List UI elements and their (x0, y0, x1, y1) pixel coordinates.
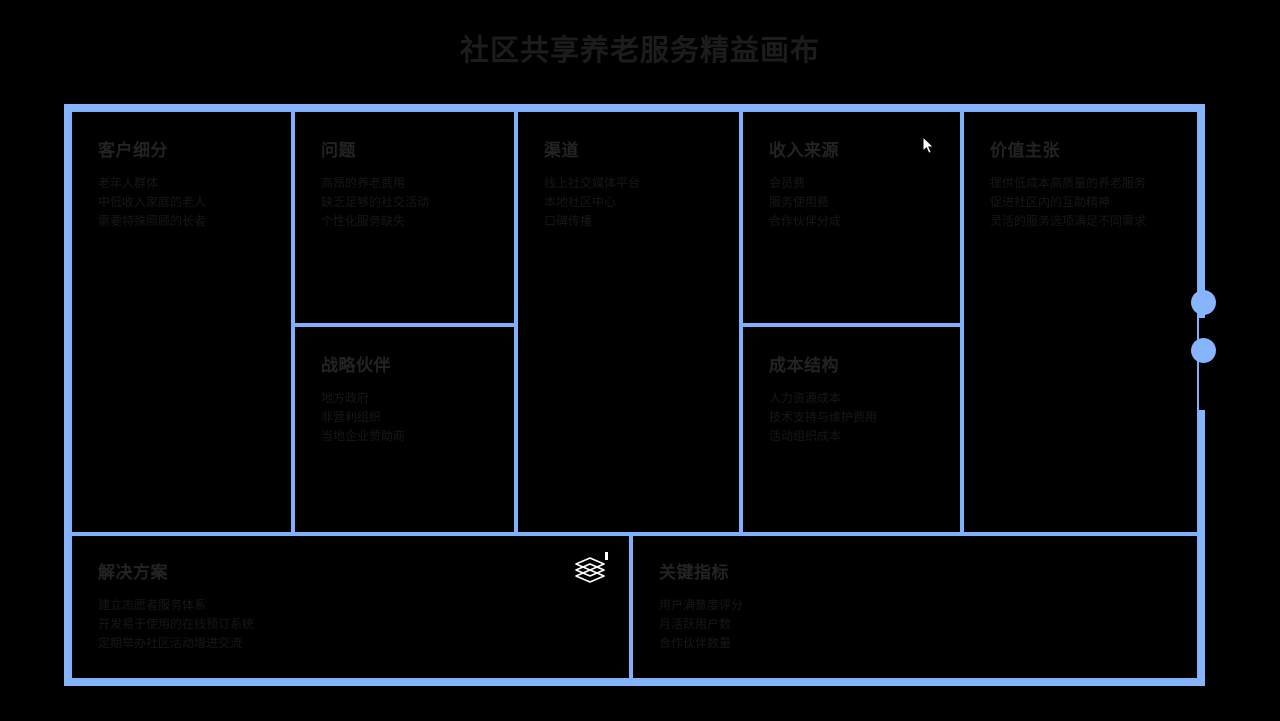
panel-title-revenue-streams: 收入来源 (769, 141, 839, 161)
panel-value-proposition[interactable]: 价值主张 提供低成本高质量的养老服务 促进社区内的互助精神 灵活的服务选项满足不… (962, 110, 1199, 534)
panel-customer-segments[interactable]: 客户细分 老年人群体 中低收入家庭的老人 需要特殊照顾的长者 (70, 110, 293, 534)
panel-items-value-proposition: 提供低成本高质量的养老服务 促进社区内的互助精神 灵活的服务选项满足不同需求 (990, 174, 1187, 231)
list-item: 人力资源成本 (769, 391, 842, 405)
list-item: 合作伙伴数量 (659, 636, 732, 650)
panel-items-problem: 高昂的养老费用 缺乏足够的社交活动 个性化服务缺失 (321, 174, 504, 231)
list-item: 技术支持与维护费用 (769, 410, 878, 424)
list-item: 定期举办社区活动增进交流 (98, 636, 243, 650)
list-item: 地方政府 (321, 391, 370, 405)
list-item: 个性化服务缺失 (321, 214, 406, 228)
list-item: 口碑传播 (544, 214, 593, 228)
list-item: 本地社区中心 (544, 195, 617, 209)
panel-items-revenue-streams: 会员费 服务使用费 合作伙伴分成 (769, 174, 950, 231)
list-item: 中低收入家庭的老人 (98, 195, 207, 209)
panel-title-problem: 问题 (321, 141, 356, 161)
list-item: 促进社区内的互助精神 (990, 195, 1111, 209)
panel-title-key-partners: 战略伙伴 (321, 356, 391, 376)
panel-key-partners[interactable]: 战略伙伴 地方政府 非营利组织 当地企业赞助商 (293, 325, 516, 534)
panel-title-customer-segments: 客户细分 (98, 141, 168, 161)
list-item: 服务使用费 (769, 195, 830, 209)
edge-handle-gap (1199, 318, 1207, 410)
list-item: 需要特殊照顾的长者 (98, 214, 207, 228)
list-item: 开发易于使用的在线预订系统 (98, 617, 255, 631)
panel-items-cost-structure: 人力资源成本 技术支持与维护费用 活动组织成本 (769, 389, 950, 446)
list-item: 高昂的养老费用 (321, 176, 406, 190)
panel-key-metrics[interactable]: 关键指标 用户满意度评分 月活跃用户数 合作伙伴数量 (631, 534, 1199, 680)
list-item: 提供低成本高质量的养老服务 (990, 176, 1147, 190)
panel-problem[interactable]: 问题 高昂的养老费用 缺乏足够的社交活动 个性化服务缺失 (293, 110, 516, 325)
panel-solution[interactable]: 解决方案 建立志愿者服务体系 开发易于使用的在线预订系统 定期举办社区活动增进交… (70, 534, 631, 680)
panel-channels[interactable]: 渠道 线上社交媒体平台 本地社区中心 口碑传播 (516, 110, 741, 534)
list-item: 非营利组织 (321, 410, 382, 424)
panel-revenue-streams[interactable]: 收入来源 会员费 服务使用费 合作伙伴分成 (741, 110, 962, 325)
resize-handle-dots-icon[interactable] (1191, 290, 1217, 370)
list-item: 灵活的服务选项满足不同需求 (990, 214, 1147, 228)
list-item: 老年人群体 (98, 176, 159, 190)
page-title: 社区共享养老服务精益画布 (459, 33, 820, 67)
list-item: 缺乏足够的社交活动 (321, 195, 430, 209)
panel-items-key-metrics: 用户满意度评分 月活跃用户数 合作伙伴数量 (659, 596, 1187, 653)
layers-icon[interactable] (572, 550, 616, 592)
panel-items-solution: 建立志愿者服务体系 开发易于使用的在线预订系统 定期举办社区活动增进交流 (98, 596, 619, 653)
list-item: 当地企业赞助商 (321, 429, 406, 443)
list-item: 线上社交媒体平台 (544, 176, 641, 190)
list-item: 用户满意度评分 (659, 598, 744, 612)
panel-items-customer-segments: 老年人群体 中低收入家庭的老人 需要特殊照顾的长者 (98, 174, 281, 231)
panel-title-cost-structure: 成本结构 (769, 356, 839, 376)
panel-items-channels: 线上社交媒体平台 本地社区中心 口碑传播 (544, 174, 729, 231)
list-item: 建立志愿者服务体系 (98, 598, 207, 612)
panel-items-key-partners: 地方政府 非营利组织 当地企业赞助商 (321, 389, 504, 446)
list-item: 会员费 (769, 176, 806, 190)
panel-title-channels: 渠道 (544, 141, 579, 161)
resize-dot-top[interactable] (1191, 290, 1216, 315)
list-item: 活动组织成本 (769, 429, 842, 443)
list-item: 月活跃用户数 (659, 617, 732, 631)
panel-title-value-proposition: 价值主张 (990, 141, 1060, 161)
panel-title-solution: 解决方案 (98, 563, 168, 583)
list-item: 合作伙伴分成 (769, 214, 842, 228)
panel-title-key-metrics: 关键指标 (659, 563, 729, 583)
panel-cost-structure[interactable]: 成本结构 人力资源成本 技术支持与维护费用 活动组织成本 (741, 325, 962, 534)
resize-dot-bottom[interactable] (1191, 338, 1216, 363)
